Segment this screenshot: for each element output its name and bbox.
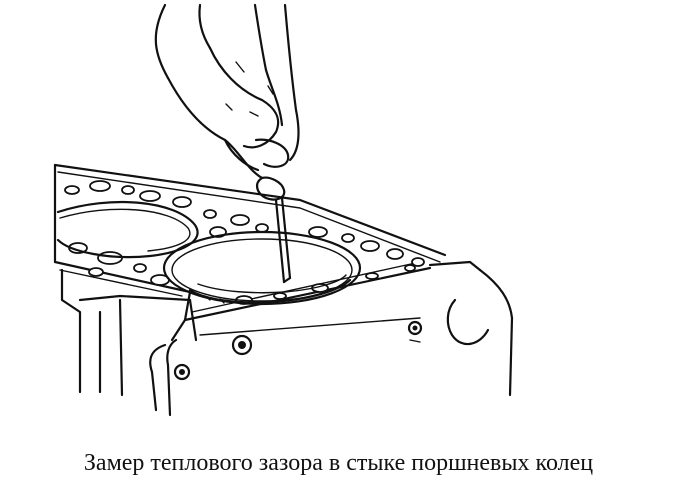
cylinder-bore — [162, 230, 362, 306]
figure-caption: Замер теплового зазора в стыке поршневых… — [83, 450, 594, 476]
feeler-gauge — [274, 196, 292, 284]
piston-ring — [188, 278, 352, 304]
head-gasket — [53, 163, 447, 342]
engine-block — [60, 260, 514, 417]
technical-illustration — [53, 3, 514, 417]
block-bolts — [173, 320, 423, 381]
hand-illustration — [154, 3, 300, 201]
engine-block-drawing — [53, 3, 514, 417]
